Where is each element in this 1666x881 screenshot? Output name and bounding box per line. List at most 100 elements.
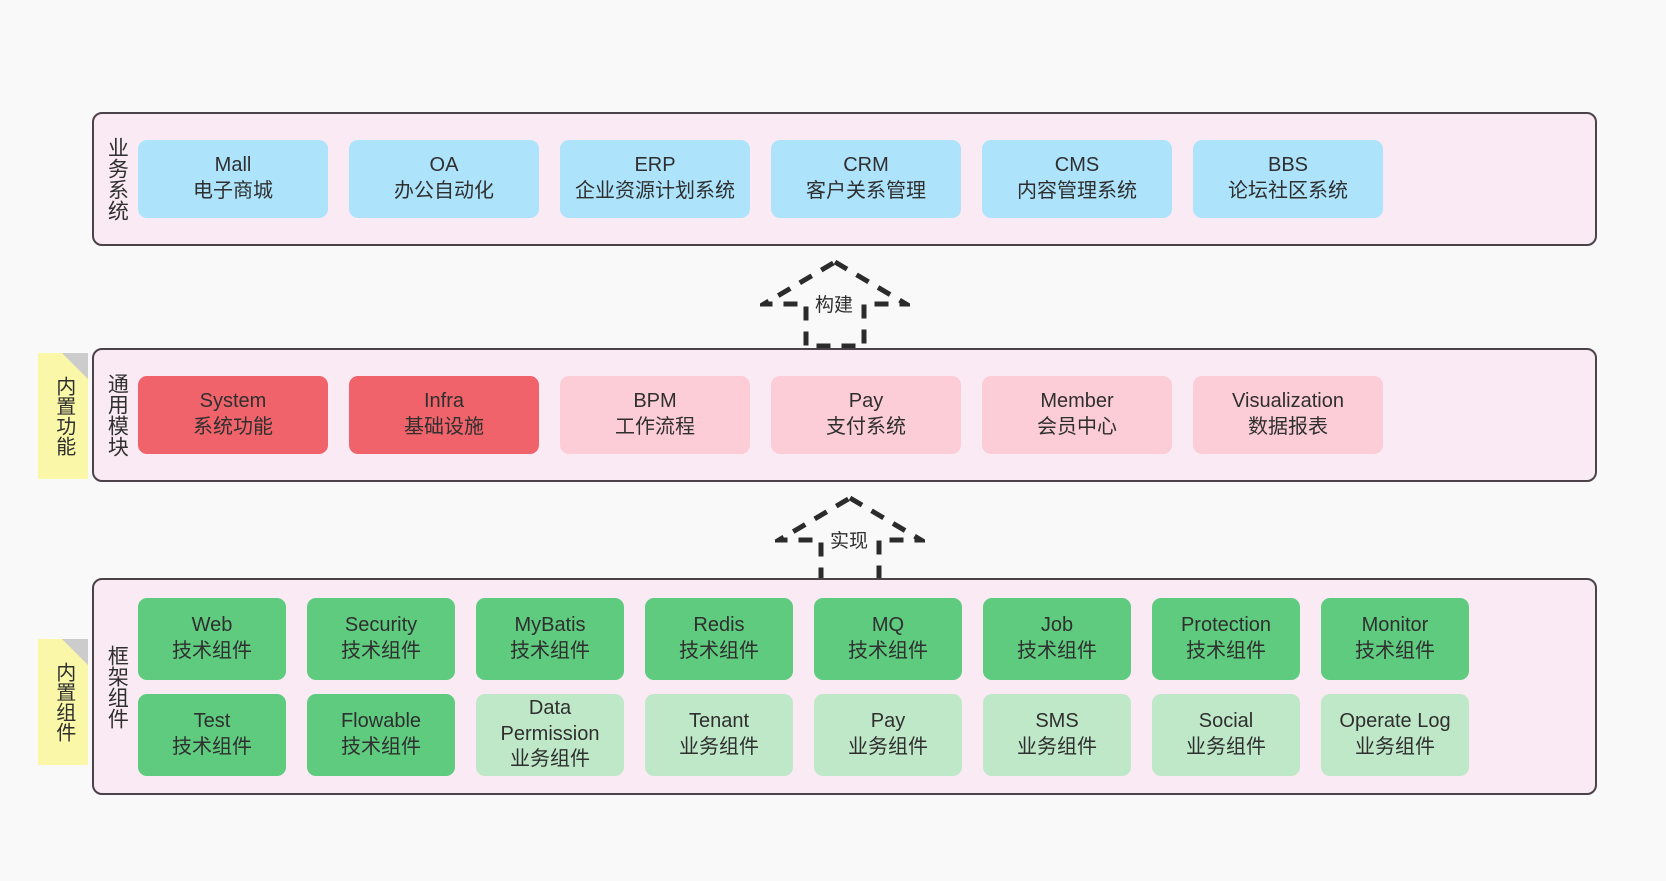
node-desc: 技术组件 (1355, 639, 1435, 662)
layer-title-framework-components: 框架组件 (105, 644, 129, 729)
node-name: BPM (633, 390, 677, 413)
node-desc: 论坛社区系统 (1228, 180, 1348, 202)
node-visualization[interactable]: Visualization 数据报表 (1193, 376, 1383, 454)
node-desc: 内容管理系统 (1017, 180, 1137, 202)
layer-business-systems[interactable]: 业务系统 Mall 电子商城 OA 办公自动化 ERP 企业资源计划系统 CRM… (92, 112, 1597, 246)
node-name: OA (429, 154, 459, 177)
node-web[interactable]: Web 技术组件 (138, 597, 286, 680)
generalization-arrow-icon (754, 259, 916, 349)
node-security[interactable]: Security 技术组件 (307, 597, 455, 680)
node-name: CRM (843, 154, 889, 177)
node-name: Pay (870, 709, 906, 732)
node-test[interactable]: Test 技术组件 (138, 693, 286, 776)
node-name: Operate Log (1339, 709, 1451, 732)
generalization-arrow-icon (769, 495, 931, 585)
node-desc: 技术组件 (679, 639, 759, 662)
node-tenant[interactable]: Tenant 业务组件 (645, 693, 793, 776)
node-desc: 数据报表 (1248, 416, 1328, 438)
note-builtin-features[interactable]: 内置功能 (38, 353, 88, 479)
note-builtin-components[interactable]: 内置组件 (38, 639, 88, 765)
note-fold-corner-icon (62, 639, 88, 665)
node-mybatis[interactable]: MyBatis 技术组件 (476, 597, 624, 680)
node-name: SMS (1035, 709, 1079, 732)
node-erp[interactable]: ERP 企业资源计划系统 (560, 140, 750, 218)
node-flowable[interactable]: Flowable 技术组件 (307, 693, 455, 776)
node-desc: 系统功能 (193, 416, 273, 438)
node-data-permission[interactable]: Data Permission 业务组件 (476, 693, 624, 776)
node-name: Infra (423, 390, 465, 413)
node-pay-module[interactable]: Pay 支付系统 (771, 376, 961, 454)
layer-body-framework-components: Web 技术组件 Security 技术组件 MyBatis 技术组件 Redi… (138, 580, 1595, 793)
node-mq[interactable]: MQ 技术组件 (814, 597, 962, 680)
note-fold-corner-icon (62, 353, 88, 379)
node-name: Protection (1180, 613, 1272, 636)
node-desc: 基础设施 (404, 416, 484, 438)
node-redis[interactable]: Redis 技术组件 (645, 597, 793, 680)
layer-title-business-systems: 业务系统 (105, 137, 129, 221)
node-desc: 业务组件 (679, 735, 759, 758)
node-row: System 系统功能 Infra 基础设施 BPM 工作流程 Pay 支付系统… (138, 376, 1577, 454)
node-name: Web (191, 613, 233, 636)
node-row: Web 技术组件 Security 技术组件 MyBatis 技术组件 Redi… (138, 597, 1577, 680)
node-member[interactable]: Member 会员中心 (982, 376, 1172, 454)
node-desc: 工作流程 (615, 416, 695, 438)
node-job[interactable]: Job 技术组件 (983, 597, 1131, 680)
node-desc: 企业资源计划系统 (575, 180, 735, 202)
node-desc: 业务组件 (1355, 735, 1435, 758)
note-label: 内置功能 (52, 376, 75, 456)
node-name: MyBatis (514, 613, 586, 636)
connector-implement (769, 494, 931, 585)
node-name: ERP (634, 154, 676, 177)
node-desc: 技术组件 (848, 639, 928, 662)
layer-title-generic-modules: 通用模块 (105, 373, 129, 457)
node-infra[interactable]: Infra 基础设施 (349, 376, 539, 454)
layer-body-business-systems: Mall 电子商城 OA 办公自动化 ERP 企业资源计划系统 CRM 客户关系… (138, 114, 1595, 244)
node-name: Social (1198, 709, 1254, 732)
node-system[interactable]: System 系统功能 (138, 376, 328, 454)
node-desc: 办公自动化 (394, 180, 494, 202)
node-row: Mall 电子商城 OA 办公自动化 ERP 企业资源计划系统 CRM 客户关系… (138, 140, 1577, 218)
node-mall[interactable]: Mall 电子商城 (138, 140, 328, 218)
node-crm[interactable]: CRM 客户关系管理 (771, 140, 961, 218)
node-sms[interactable]: SMS 业务组件 (983, 693, 1131, 776)
node-name: MQ (871, 613, 905, 636)
node-name: System (199, 390, 267, 413)
node-name: CMS (1054, 154, 1100, 177)
node-cms[interactable]: CMS 内容管理系统 (982, 140, 1172, 218)
node-desc: 业务组件 (1186, 735, 1266, 758)
node-name: Member (1040, 390, 1114, 413)
node-name: Job (1040, 613, 1074, 636)
node-desc: 业务组件 (848, 735, 928, 758)
node-desc: 技术组件 (1186, 639, 1266, 662)
node-name: Tenant (688, 709, 750, 732)
node-desc: 业务组件 (1017, 735, 1097, 758)
node-pay-component[interactable]: Pay 业务组件 (814, 693, 962, 776)
node-desc: 业务组件 (510, 748, 590, 771)
node-name: BBS (1267, 154, 1309, 177)
layer-framework-components[interactable]: 框架组件 Web 技术组件 Security 技术组件 MyBatis 技术组件… (92, 578, 1597, 795)
node-name: Redis (693, 613, 745, 636)
node-desc: 技术组件 (341, 735, 421, 758)
node-bpm[interactable]: BPM 工作流程 (560, 376, 750, 454)
connector-build (754, 258, 916, 349)
node-monitor[interactable]: Monitor 技术组件 (1321, 597, 1469, 680)
node-desc: 支付系统 (826, 416, 906, 438)
node-desc: 技术组件 (1017, 639, 1097, 662)
node-name: Test (193, 709, 231, 732)
node-social[interactable]: Social 业务组件 (1152, 693, 1300, 776)
node-protection[interactable]: Protection 技术组件 (1152, 597, 1300, 680)
node-oa[interactable]: OA 办公自动化 (349, 140, 539, 218)
node-desc: 技术组件 (510, 639, 590, 662)
node-desc: 客户关系管理 (806, 180, 926, 202)
node-operate-log[interactable]: Operate Log 业务组件 (1321, 693, 1469, 776)
connector-build-label: 构建 (815, 295, 854, 316)
node-name: Pay (848, 390, 884, 413)
node-bbs[interactable]: BBS 论坛社区系统 (1193, 140, 1383, 218)
node-desc: 技术组件 (172, 639, 252, 662)
note-label: 内置组件 (52, 662, 75, 742)
node-name: Flowable (340, 709, 422, 732)
node-name: Visualization (1232, 390, 1344, 413)
layer-body-generic-modules: System 系统功能 Infra 基础设施 BPM 工作流程 Pay 支付系统… (138, 350, 1595, 480)
node-row: Test 技术组件 Flowable 技术组件 Data Permission … (138, 693, 1577, 776)
layer-generic-modules[interactable]: 通用模块 System 系统功能 Infra 基础设施 BPM 工作流程 Pay… (92, 348, 1597, 482)
